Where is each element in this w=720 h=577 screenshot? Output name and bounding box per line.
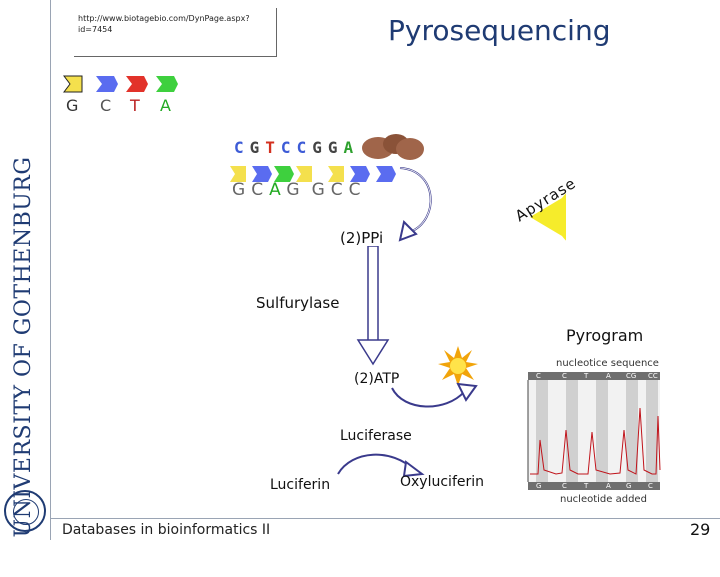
template-base: G bbox=[327, 138, 344, 157]
synth-base: G bbox=[311, 180, 331, 200]
nucleotide-tag-a bbox=[156, 76, 178, 92]
synth-base: C bbox=[330, 180, 349, 200]
pyrogram-bottom-tick: G bbox=[536, 482, 542, 490]
pyrogram-top-tick: C bbox=[536, 372, 541, 380]
light-burst-icon bbox=[438, 346, 478, 386]
template-base: C bbox=[296, 138, 313, 157]
course-name: Databases in bioinformatics II bbox=[62, 522, 271, 538]
source-url[interactable]: http://www.biotagebio.com/DynPage.aspx?i… bbox=[78, 14, 250, 34]
nucleotide-label-t: T bbox=[130, 96, 140, 115]
university-seal-logo bbox=[4, 490, 46, 532]
footer-divider bbox=[50, 518, 720, 519]
template-base: T bbox=[265, 138, 281, 157]
pyrogram-bottom-tick: C bbox=[562, 482, 567, 490]
pyrogram-bottom-label: nucleotide added bbox=[560, 494, 647, 505]
page-number: 29 bbox=[690, 520, 711, 539]
synth-base: C bbox=[251, 180, 270, 200]
luciferase-curve-arrow bbox=[337, 453, 425, 478]
oxyluciferin-label: Oxyluciferin bbox=[400, 474, 484, 490]
pyrogram-top-tick: C bbox=[562, 372, 567, 380]
pyrogram-bottom-tick: T bbox=[584, 482, 589, 490]
nucleotide-tag-c bbox=[96, 76, 118, 92]
nucleotide-legend bbox=[62, 74, 182, 118]
luciferin-label: Luciferin bbox=[270, 477, 331, 493]
sulfurylase-arrow bbox=[356, 246, 390, 366]
pyrogram-top-tick: T bbox=[584, 372, 589, 380]
synth-base: G bbox=[232, 180, 252, 200]
nucleotide-label-c: C bbox=[100, 96, 112, 115]
luciferase-label: Luciferase bbox=[340, 428, 412, 444]
pyrogram-top-tick: A bbox=[606, 372, 611, 380]
nucleotide-label-a: A bbox=[160, 96, 171, 115]
synth-base: A bbox=[269, 180, 287, 200]
synthesized-tags bbox=[230, 166, 396, 182]
template-base: A bbox=[343, 138, 360, 157]
pyrogram-top-label: nucleotice sequence bbox=[556, 358, 659, 369]
pyrogram-bottom-tick: G bbox=[626, 482, 632, 490]
slide-title: Pyrosequencing bbox=[388, 14, 611, 47]
polymerase-blob bbox=[362, 134, 424, 160]
nucleotide-tag-t bbox=[126, 76, 148, 92]
pyrogram-label: Pyrogram bbox=[566, 326, 644, 345]
pyrogram-plot bbox=[527, 372, 661, 490]
apyrase-shape bbox=[530, 193, 566, 241]
atp-label: (2)ATP bbox=[354, 371, 400, 387]
template-base: C bbox=[234, 138, 250, 157]
url-box bbox=[74, 8, 277, 57]
template-base: C bbox=[280, 138, 297, 157]
sidebar-divider bbox=[50, 0, 51, 540]
ppi-label: (2)PPi bbox=[340, 229, 384, 247]
atp-curve-arrow bbox=[391, 382, 478, 408]
pyrogram-bottom-tick: C bbox=[648, 482, 653, 490]
pyrogram-bottom-tick: A bbox=[606, 482, 611, 490]
pyrogram-chart: nucleotice sequence C C T A CG CC G C T … bbox=[522, 358, 666, 508]
sulfurylase-label: Sulfurylase bbox=[256, 294, 340, 312]
pyrogram-top-tick: CC bbox=[648, 372, 658, 380]
pyrogram-top-tick: CG bbox=[626, 372, 637, 380]
ppi-release-arrow bbox=[398, 167, 432, 242]
nucleotide-tags bbox=[63, 75, 178, 93]
synth-base: C bbox=[348, 180, 367, 200]
template-strand: CGTCCGGA bbox=[234, 138, 359, 157]
synth-base: G bbox=[286, 180, 306, 200]
template-base: G bbox=[249, 138, 266, 157]
nucleotide-label-g: G bbox=[66, 96, 79, 115]
template-base: G bbox=[312, 138, 328, 157]
sidebar bbox=[0, 0, 50, 540]
nucleotide-tag-g bbox=[63, 75, 83, 93]
